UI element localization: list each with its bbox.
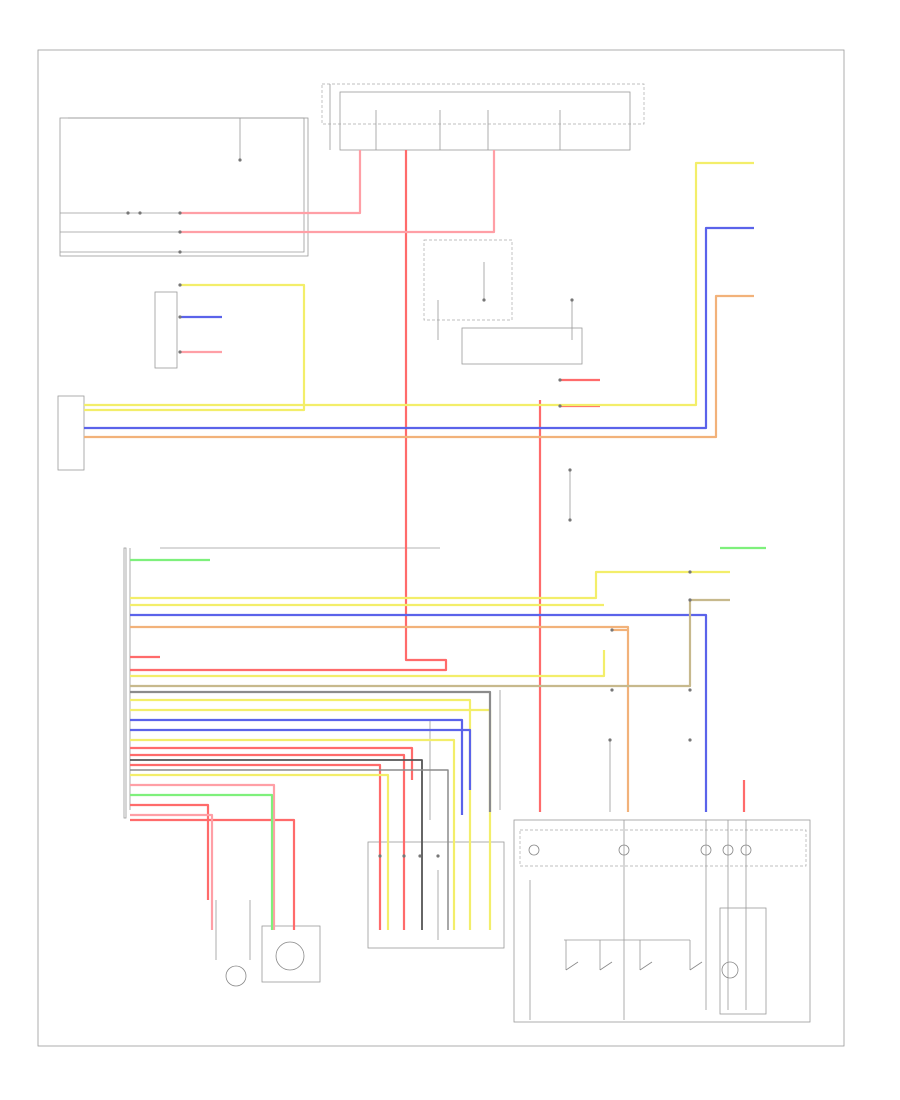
wire-47 [130,783,276,930]
brake-pedal-switch-box [367,841,505,949]
wire-40 [130,763,382,930]
splice-dot-6 [126,211,130,215]
switch-contact-1 [565,961,579,971]
splice-dot-16 [688,570,692,574]
position-sensor-box [261,925,321,983]
splice-dot-26 [436,854,440,858]
diagram-border [37,49,845,1047]
thin-wire-1 [68,117,305,253]
splice-dot-15 [568,518,572,522]
splice-dot-10 [482,298,486,302]
wire-56 [130,773,390,930]
splice-dot-3 [178,230,182,234]
wire-58 [130,650,606,678]
wire-62 [130,718,464,815]
wire-55 [130,738,456,930]
junction-block-inner [154,291,178,369]
splice-dot-22 [688,738,692,742]
wire-51 [130,570,690,600]
wire-48 [130,813,214,930]
splice-dot-5 [138,211,142,215]
splice-dot-8 [178,315,182,319]
splice-dot-18 [610,628,614,632]
wire-50 [84,161,754,407]
wire-33 [130,150,448,672]
splice-dot-17 [688,598,692,602]
connector-terminal-4 [722,844,734,856]
splice-dot-25 [418,854,422,858]
fuse-box-inner [339,91,631,151]
relay-box-top [423,239,513,321]
splice-dot-7 [178,283,182,287]
switch-contact-3 [639,961,653,971]
wire-65 [130,625,630,812]
wire-64 [84,294,754,439]
splice-dot-12 [558,378,562,382]
splice-dot-14 [568,468,572,472]
switch-contact-2 [599,961,613,971]
wire-38 [130,803,210,900]
splice-dot-19 [610,688,614,692]
sensor-symbol [275,941,305,971]
splice-dot-2 [178,211,182,215]
splice-dot-21 [608,738,612,742]
switch-contact-4 [689,961,703,971]
connector-terminal-3 [700,844,712,856]
wire-61 [130,613,708,812]
clock-spring-symbol [721,961,739,979]
pcm-connector-box [123,547,127,819]
clock-spring-box [719,907,767,1015]
wire-harness [60,84,766,1020]
wire-41 [130,753,406,930]
wire-44 [180,150,362,215]
splice-dot-1 [238,158,242,162]
wire-72 [130,759,423,930]
wire-71 [130,690,492,812]
ground-connector-box [59,117,309,257]
splice-dot-13 [558,404,562,408]
component-symbols [126,158,752,987]
fuse-box [321,83,645,125]
relay-box-main [461,327,583,365]
wire-70 [130,598,730,688]
wire-49 [84,283,306,412]
connector-terminal-1 [528,844,540,856]
splice-dot-9 [178,350,182,354]
wire-69 [130,793,274,930]
wire-63 [130,728,472,790]
connector-terminal-2 [618,844,630,856]
junction-block-left [57,395,85,471]
splice-dot-20 [688,688,692,692]
steering-switch-inner [519,829,807,867]
wire-60 [84,226,754,430]
splice-dot-24 [402,854,406,858]
splice-dot-11 [570,298,574,302]
fuel-sensor-symbol [225,965,247,987]
wire-45 [180,150,496,234]
splice-dot-4 [178,250,182,254]
connector-terminal-5 [740,844,752,856]
wire-73 [130,769,449,930]
steering-switch-box [513,819,811,1023]
wire-39 [130,818,296,930]
wire-53 [130,698,472,930]
splice-dot-23 [378,854,382,858]
